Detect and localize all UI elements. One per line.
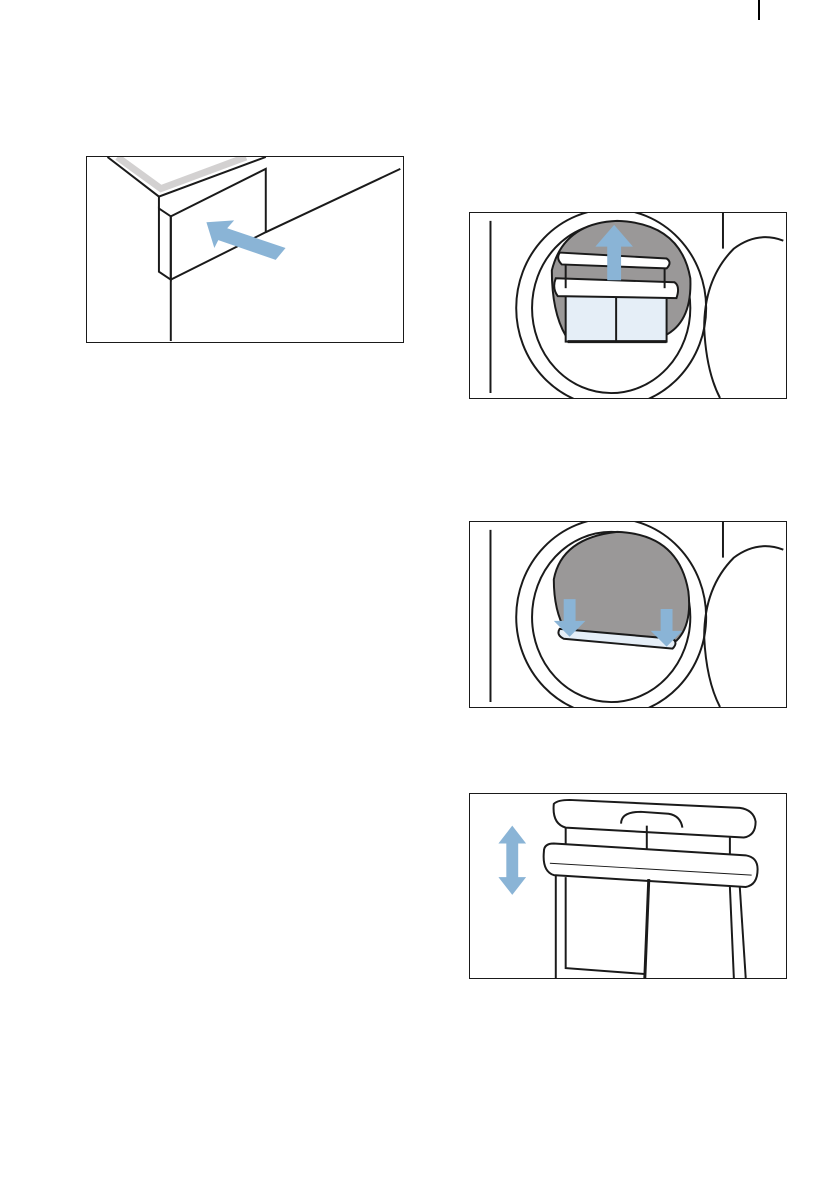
open-door-outline xyxy=(704,546,783,707)
push-arrow-icon xyxy=(206,220,285,260)
double-arrow-icon xyxy=(498,826,526,895)
fluff-filter-removal-illustration xyxy=(469,212,787,399)
filter-mesh-edge xyxy=(566,877,645,974)
fluff-filter-opening-illustration xyxy=(469,793,787,979)
door-open-arrow-illustration xyxy=(86,156,404,343)
machine-side-edge xyxy=(266,169,401,232)
filter-lid xyxy=(554,800,756,838)
filter-body-right xyxy=(730,887,734,978)
filter-divider xyxy=(645,879,649,978)
filter-rim xyxy=(554,278,678,298)
door-open-svg xyxy=(87,157,403,342)
filter-slot-insert-illustration xyxy=(469,521,787,708)
filter-open-svg xyxy=(470,794,786,978)
filter-body-right-outer xyxy=(740,887,746,978)
open-door-outline xyxy=(704,237,783,398)
door-seal-band xyxy=(117,157,246,189)
filter-removal-svg xyxy=(470,213,786,398)
door-edge xyxy=(159,208,171,279)
filter-slot-svg xyxy=(470,522,786,707)
page-corner-mark xyxy=(758,0,760,20)
